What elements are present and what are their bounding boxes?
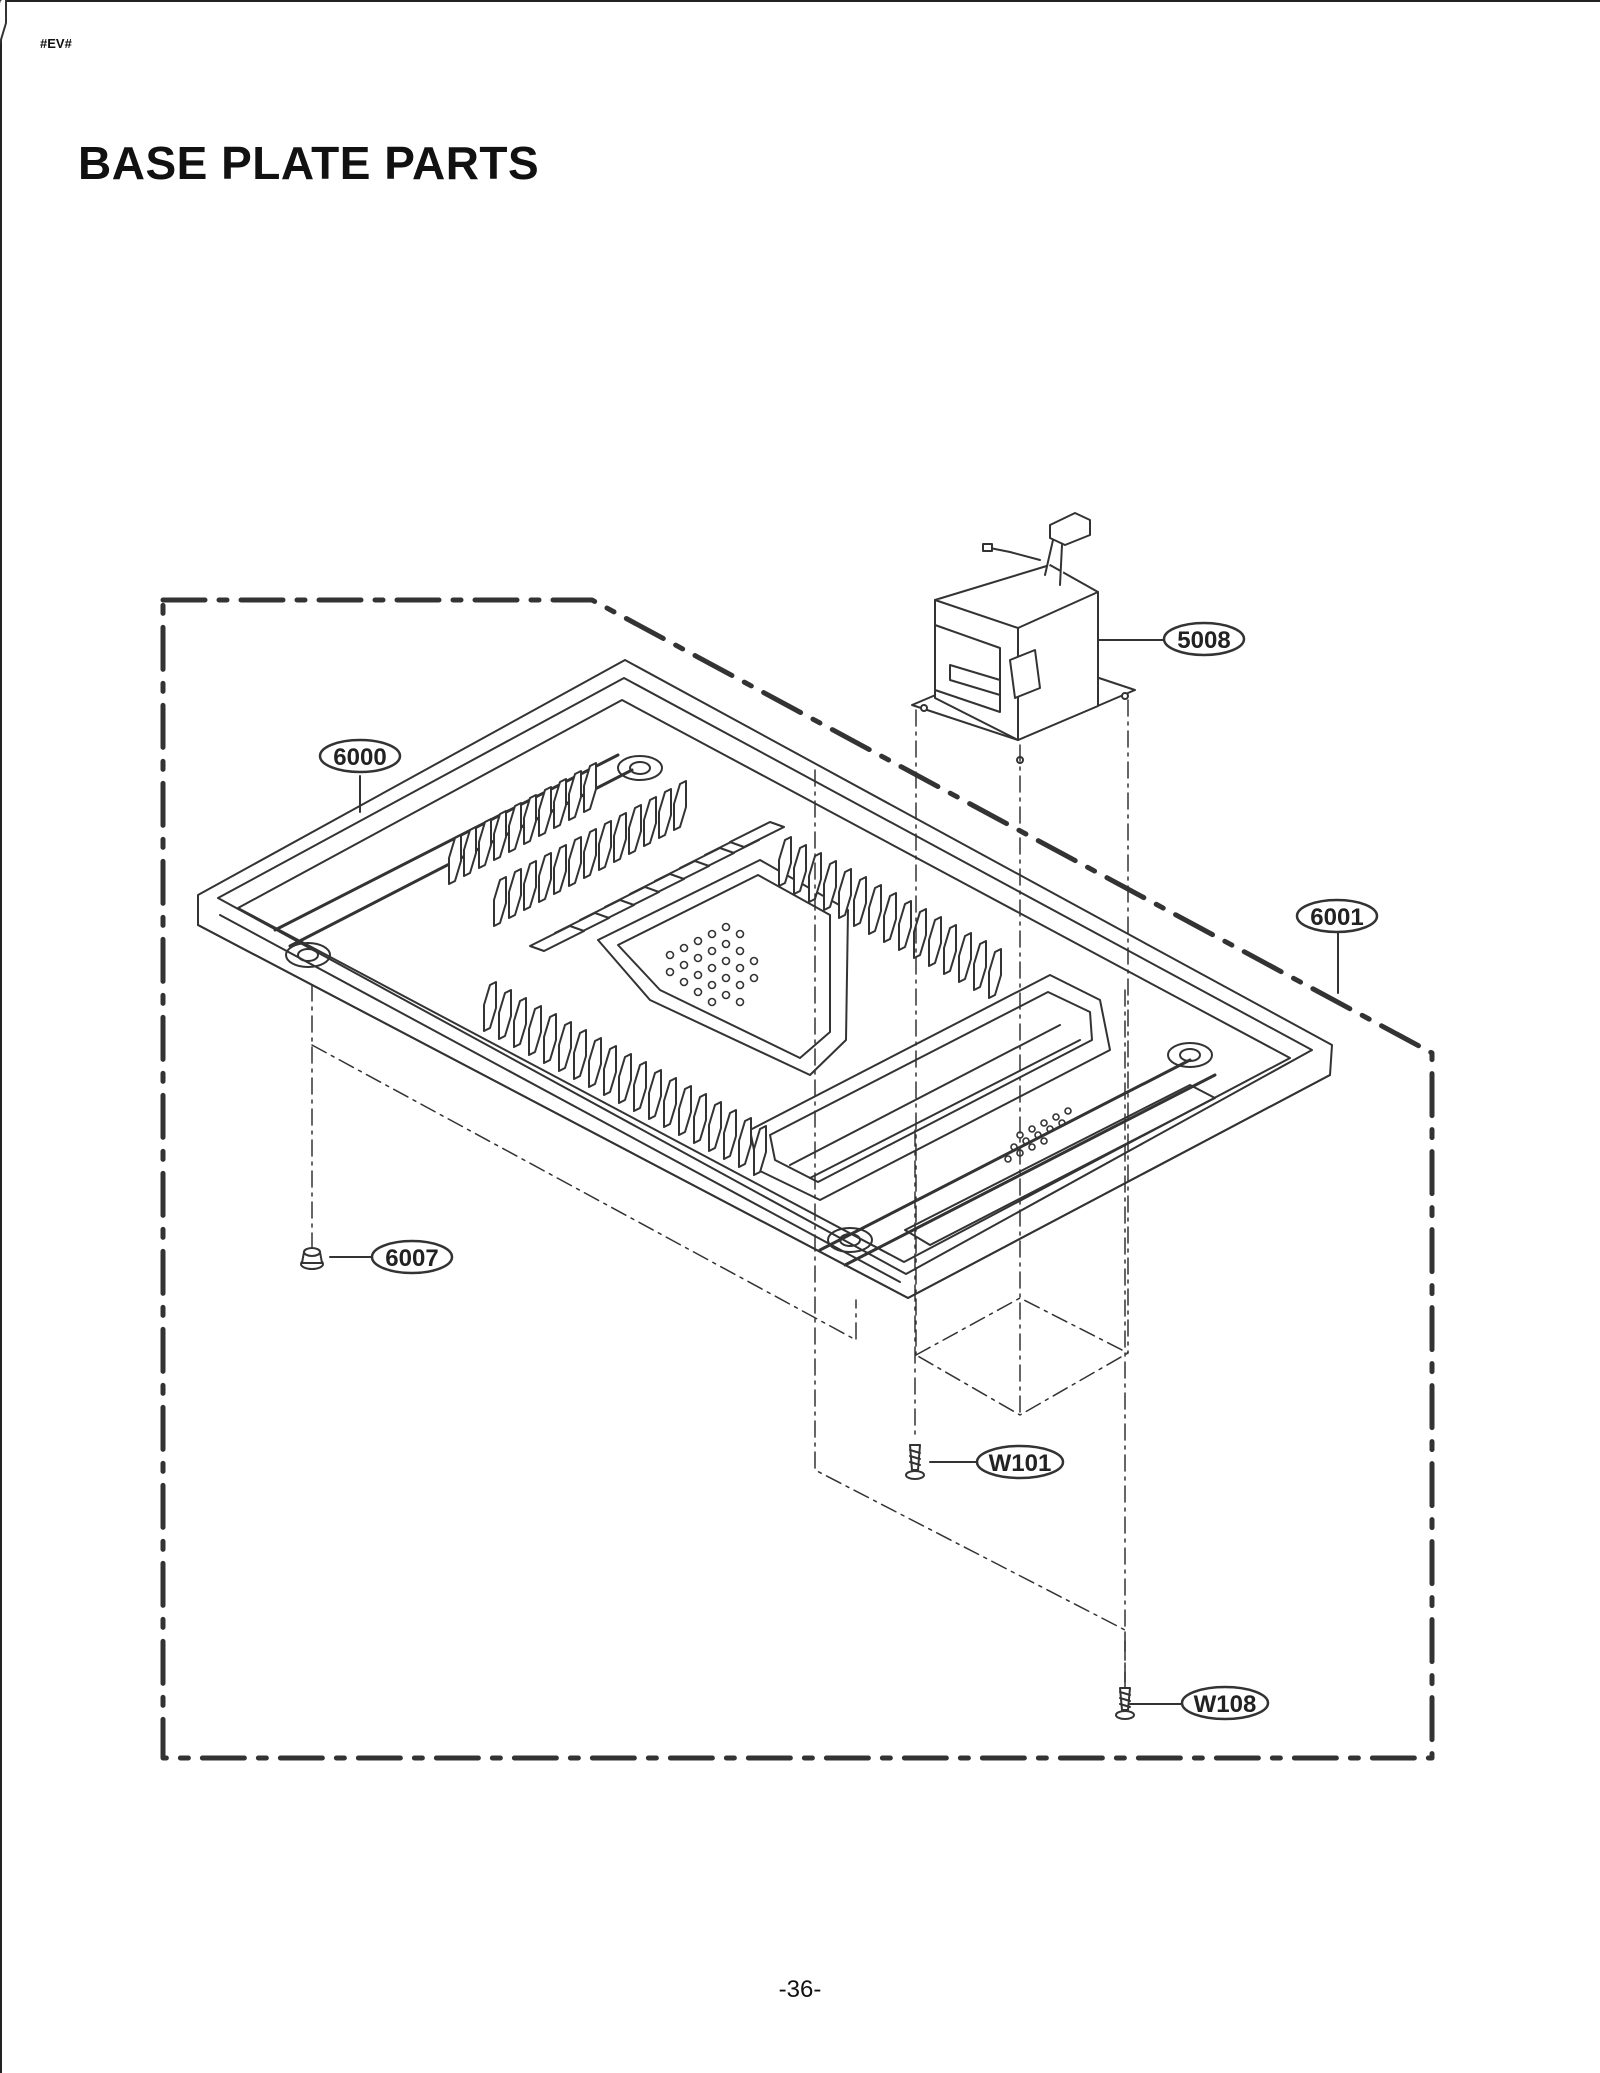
callout-w108: W108 <box>1194 1691 1257 1718</box>
horizontal-vents <box>529 821 785 952</box>
callout-ovals <box>318 621 1379 1721</box>
screw-w108 <box>1115 1687 1135 1720</box>
transformer <box>911 512 1136 764</box>
callout-w101: W101 <box>989 1450 1052 1477</box>
page-number: -36- <box>778 1976 822 2003</box>
callout-6007: 6007 <box>385 1245 438 1272</box>
page-title: BASE PLATE PARTS <box>78 137 540 189</box>
callout-6001: 6001 <box>1310 904 1363 931</box>
assembly-boundary <box>160 597 1435 1761</box>
document-code: #EV# <box>40 36 72 51</box>
leader-lines <box>329 639 1339 1705</box>
callout-6000: 6000 <box>333 744 386 771</box>
transformer-outline <box>915 699 1129 1416</box>
explode-lines <box>311 769 1126 1691</box>
corner-feet <box>285 755 1213 1253</box>
screw-6007 <box>300 1247 324 1270</box>
callout-5008: 5008 <box>1177 627 1230 654</box>
perforation-holes <box>665 922 1072 1163</box>
screw-w101 <box>905 1444 925 1480</box>
louver-slots <box>0 0 1002 1176</box>
